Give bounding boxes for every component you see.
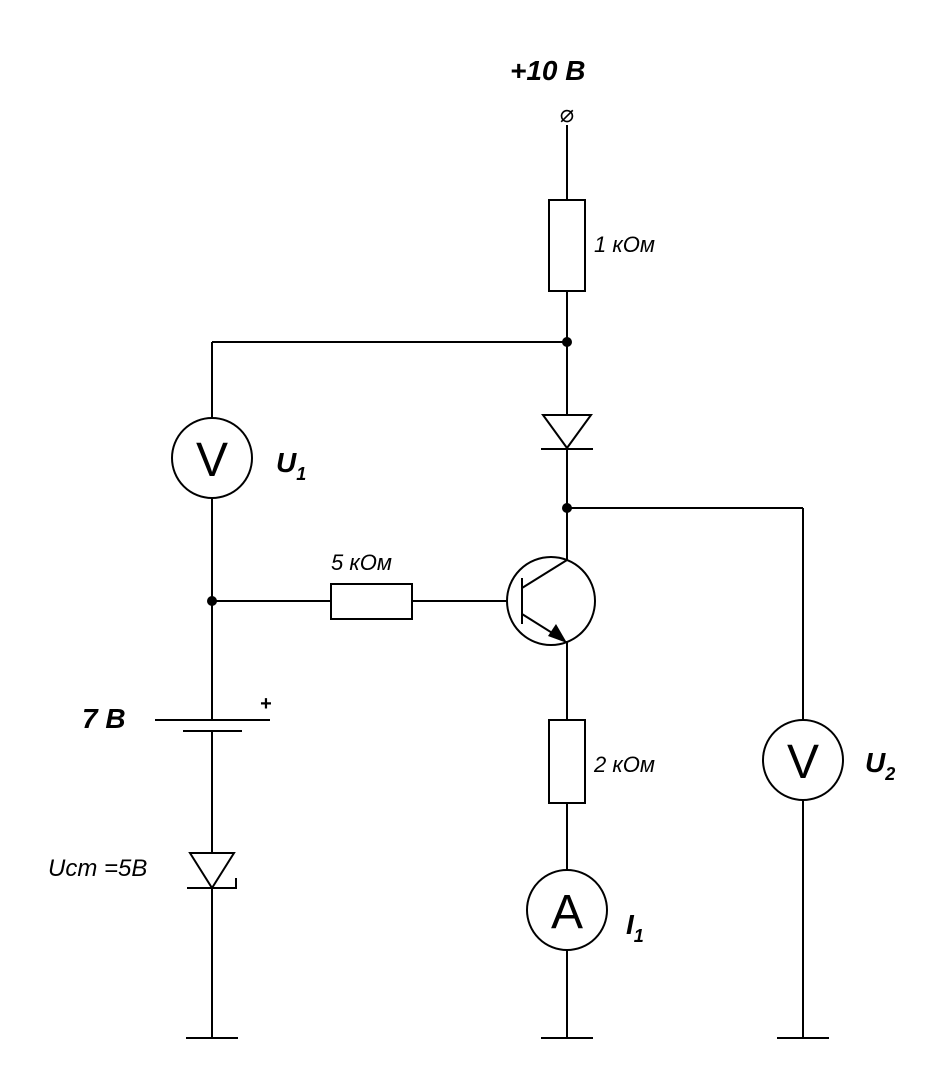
- diode: [541, 414, 593, 450]
- ammeter-i1-label: I1: [626, 909, 644, 946]
- emitter-arrow-icon: [548, 624, 567, 643]
- supply-terminal-icon: ⌀: [560, 101, 574, 128]
- voltmeter-u1-label: U1: [276, 447, 306, 484]
- voltmeter-u1-symbol: V: [196, 434, 228, 487]
- resistor-2k-label: 2 кОм: [593, 752, 655, 777]
- battery-plus-icon: +: [260, 693, 272, 715]
- voltmeter-u2-symbol: V: [787, 736, 819, 789]
- zener-cathode-bar: [187, 878, 237, 889]
- resistor-1k: [548, 199, 586, 292]
- zener-diode: [188, 852, 236, 890]
- npn-transistor: [506, 556, 596, 646]
- zener-label: Uст =5В: [48, 855, 147, 882]
- voltmeter-u2-label: U2: [865, 747, 895, 784]
- resistor-2k: [548, 719, 586, 804]
- transistor-collector: [521, 559, 568, 589]
- ammeter-i1-symbol: A: [551, 886, 583, 939]
- resistor-5k: [330, 583, 413, 620]
- resistor-5k-label: 5 кОм: [331, 550, 392, 575]
- battery-label: 7 В: [82, 703, 126, 734]
- supply-voltage-label: +10 В: [510, 55, 586, 86]
- resistor-1k-label: 1 кОм: [594, 232, 655, 257]
